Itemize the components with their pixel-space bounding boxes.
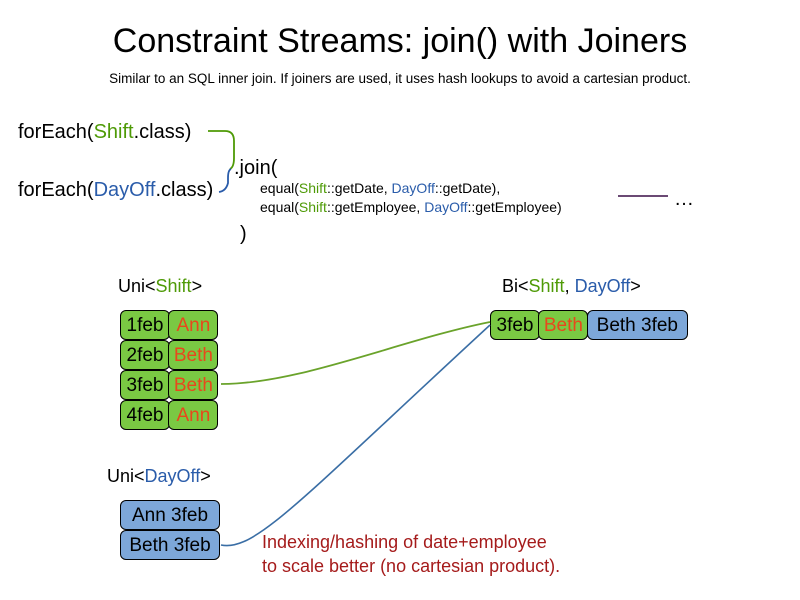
code-token-dayoff: DayOff [93,179,156,201]
code-joiner-employee-right-method: ::getEmployee) [467,199,562,215]
code-joiner-date: equal(Shift::getDate, DayOff::getDate), [260,179,500,198]
shift-tuple-row-matched[interactable]: 3feb Beth [120,370,220,400]
code-token-shift: Shift [93,121,134,143]
code-foreach-shift: forEach(Shift.class) [18,120,191,144]
dayoff-tuple-row-matched[interactable]: Beth 3feb [120,530,220,560]
code-joiner-employee-left-method: ::getEmployee, [326,199,425,215]
brace-shift-to-join [208,130,235,170]
shift-employee-cell: Ann [168,310,219,340]
code-joiner-date-left-method: ::getDate, [326,180,392,196]
shift-tuple-row[interactable]: 1feb Ann [120,310,220,340]
continuation-rule [618,195,668,197]
shift-employee-cell: Ann [168,400,219,430]
shift-date-cell: 2feb [120,340,170,370]
code-joiner-employee-left-type: Shift [298,199,327,215]
curve-shift-to-bi [220,321,491,385]
label-uni-shift-prefix: Uni< [118,276,156,296]
label-bi-prefix: Bi< [502,276,529,296]
code-ellipsis: … [674,188,694,210]
page-title: Constraint Streams: join() with Joiners [112,22,688,60]
code-foreach-dayoff-suffix: .class) [155,179,214,201]
label-bi-type-dayoff: DayOff [574,276,631,296]
annotation-text: Indexing/hashing of date+employee to sca… [262,530,560,578]
code-foreach-dayoff: forEach(DayOff.class) [18,178,213,202]
curve-dayoff-to-bi [220,324,491,547]
code-foreach-dayoff-prefix: forEach( [18,179,94,201]
code-joiner-date-right-method: ::getDate), [434,180,501,196]
annotation-line-1: Indexing/hashing of date+employee [262,532,547,552]
label-uni-dayoff-prefix: Uni< [107,466,145,486]
label-uni-dayoff-suffix: > [200,466,211,486]
label-bi-separator: , [564,276,575,296]
code-foreach-shift-prefix: forEach( [18,121,94,143]
shift-tuple-row[interactable]: 2feb Beth [120,340,220,370]
label-uni-shift-type: Shift [155,276,192,296]
shift-date-cell: 3feb [120,370,170,400]
code-joiner-date-prefix: equal( [260,180,299,196]
label-uni-dayoff: Uni<DayOff> [107,465,211,487]
label-uni-dayoff-type: DayOff [144,466,201,486]
shift-tuple-row[interactable]: 4feb Ann [120,400,220,430]
dayoff-cell: Beth 3feb [120,530,220,560]
code-join-close: ) [240,223,247,245]
bi-tuple-row[interactable]: 3feb Beth Beth 3feb [490,310,688,340]
annotation-line-2: to scale better (no cartesian product). [262,556,561,576]
bi-shift-employee-cell: Beth [538,310,589,340]
label-uni-shift: Uni<Shift> [118,275,202,297]
label-bi-shift-dayoff: Bi<Shift, DayOff> [502,275,641,297]
code-joiner-employee: equal(Shift::getEmployee, DayOff::getEmp… [260,198,562,217]
shift-date-cell: 1feb [120,310,170,340]
brace-dayoff-to-join [218,168,232,193]
label-uni-shift-suffix: > [191,276,203,296]
bi-dayoff-cell: Beth 3feb [586,310,688,340]
shift-employee-cell: Beth [168,370,219,400]
page-subtitle: Similar to an SQL inner join. If joiners… [109,71,691,86]
shift-employee-cell: Beth [168,340,219,370]
code-joiner-employee-right-type: DayOff [424,199,468,215]
dayoff-cell: Ann 3feb [120,500,220,530]
code-joiner-date-left-type: Shift [298,180,327,196]
bi-shift-date-cell: 3feb [490,310,540,340]
code-foreach-shift-suffix: .class) [133,121,192,143]
label-bi-suffix: > [630,276,641,296]
dayoff-tuple-row[interactable]: Ann 3feb [120,500,220,530]
shift-date-cell: 4feb [120,400,170,430]
code-join-open: .join( [234,157,278,179]
code-joiner-date-right-type: DayOff [391,180,435,196]
code-joiner-employee-prefix: equal( [260,199,299,215]
label-bi-type-shift: Shift [528,276,565,296]
